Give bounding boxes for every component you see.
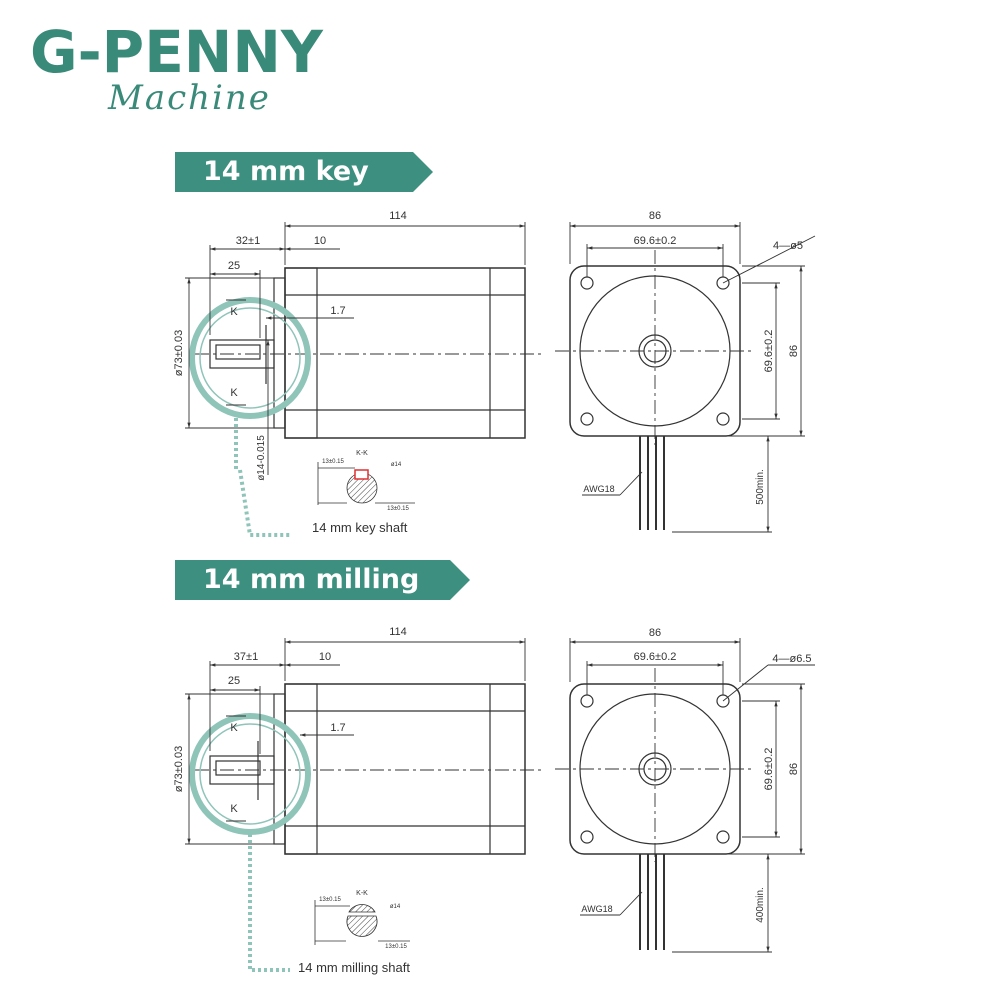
section-dim-top: 13±0.15: [319, 897, 341, 903]
section-mark-top: K: [230, 722, 238, 734]
dim-hole-pitch-h: 69.6±0.2: [634, 235, 677, 247]
callout-leader: [234, 418, 290, 537]
dim-hole-pitch-h: 69.6±0.2: [634, 651, 677, 663]
section-view-key: [317, 462, 415, 505]
dim-key-length: 25: [228, 675, 240, 687]
magnify-circle: [189, 713, 311, 835]
front-view-milling-shaft: [555, 668, 755, 950]
dim-flange: 10: [319, 651, 331, 663]
dim-step: 1.7: [330, 305, 345, 317]
dim-pilot-dia: ø73±0.03: [173, 746, 185, 792]
dim-shaft-length: 37±1: [234, 651, 258, 663]
dim-hole-pitch-v: 69.6±0.2: [763, 330, 775, 373]
section-mark-bottom: K: [230, 803, 238, 815]
dim-lead-length: 400min.: [755, 887, 766, 923]
dim-width: 86: [649, 210, 661, 222]
dim-holes: 4—ø5: [773, 240, 803, 252]
section-view-milling: [314, 900, 410, 945]
dim-length: 114: [389, 626, 407, 638]
brand-logo: G-PENNY: [30, 18, 323, 86]
brand-tagline: Machine: [108, 78, 271, 118]
magnify-circle: [189, 297, 311, 419]
dimensions-front-2: [569, 638, 815, 953]
dim-hole-pitch-v: 69.6±0.2: [763, 748, 775, 791]
dim-height: 86: [788, 763, 800, 775]
section-title: K-K: [356, 890, 368, 897]
dim-height: 86: [788, 345, 800, 357]
front-view-key-shaft: [555, 250, 755, 530]
section-dim-top: 13±0.15: [322, 459, 344, 465]
callout-leader: [248, 834, 290, 972]
dim-lead-length: 500min.: [755, 469, 766, 505]
section-dia: ø14: [390, 904, 401, 910]
dim-shaft-dia: ø14-0.015: [256, 435, 267, 481]
dim-length: 114: [389, 210, 407, 222]
dim-flange: 10: [314, 235, 326, 247]
dim-shaft-length: 32±1: [236, 235, 260, 247]
dim-key-length: 25: [228, 260, 240, 272]
wire-gauge: AWG18: [581, 904, 612, 914]
dimensions-side-2: [185, 638, 526, 845]
dim-step: 1.7: [330, 722, 345, 734]
section-mark-bottom: K: [230, 387, 238, 399]
section-dia: ø14: [391, 462, 402, 468]
section-caption: 14 mm milling shaft: [298, 960, 410, 975]
section-title: K-K: [356, 450, 368, 457]
magnify-circle-inner: [199, 307, 301, 409]
wire-gauge: AWG18: [583, 484, 614, 494]
dimensions-side-1: [185, 222, 526, 475]
magnify-circle-inner: [199, 723, 301, 825]
section-caption: 14 mm key shaft: [312, 520, 408, 535]
dim-width: 86: [649, 627, 661, 639]
dim-pilot-dia: ø73±0.03: [173, 330, 185, 376]
dim-holes: 4—ø6.5: [772, 653, 811, 665]
side-view-key-shaft: [195, 267, 545, 439]
side-view-milling-shaft: [195, 683, 545, 855]
section-dim-bottom: 13±0.15: [387, 506, 409, 512]
section-mark-top: K: [230, 306, 238, 318]
section-dim-bottom: 13±0.15: [385, 944, 407, 950]
dimensions-front-1: [569, 222, 816, 533]
